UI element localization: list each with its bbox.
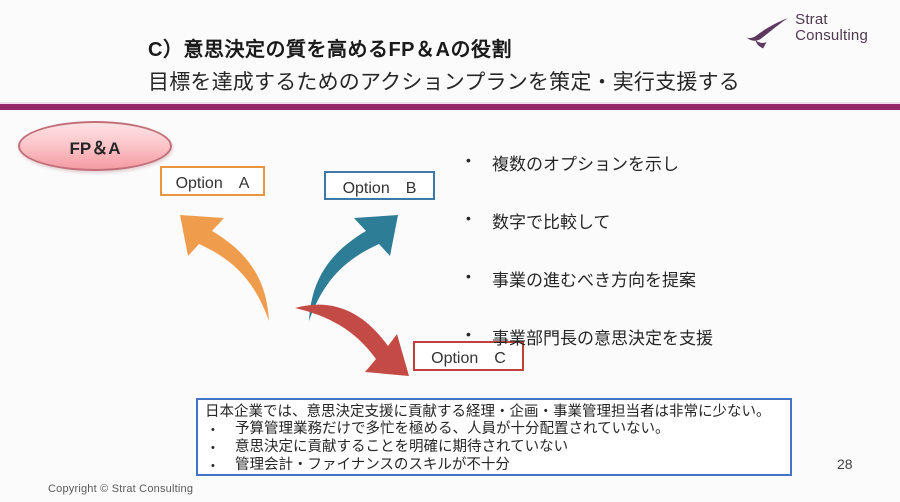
bullet-icon: • bbox=[466, 152, 471, 168]
list-item: • 事業部門長の意思決定を支援 bbox=[466, 324, 713, 349]
note-text: 意思決定に貢献することを明確に期待されていない bbox=[235, 439, 569, 455]
note-text: 予算管理業務だけで多忙を極める、人員が十分配置されていない。 bbox=[235, 421, 670, 437]
list-item: • 事業の進むべき方向を提案 bbox=[466, 266, 713, 291]
slide-subtitle: 目標を達成するためのアクションプランを策定・実行支援する bbox=[148, 71, 740, 94]
copyright-text: Copyright © Strat Consulting bbox=[48, 483, 194, 495]
fpa-label: FP＆A bbox=[69, 138, 121, 158]
bullet-text: 数字で比較して bbox=[492, 213, 611, 232]
option-b-label: Option B bbox=[342, 179, 417, 197]
bullet-icon: • bbox=[466, 210, 471, 226]
accent-divider-line bbox=[0, 102, 900, 110]
bullet-text: 複数のオプションを示し bbox=[492, 155, 679, 174]
key-points-list: • 複数のオプションを示し • 数字で比較して • 事業の進むべき方向を提案 •… bbox=[466, 150, 713, 382]
note-heading: 日本企業では、意思決定支援に貢献する経理・企画・事業管理担当者は非常に少ない。 bbox=[205, 404, 771, 420]
bullet-icon: • bbox=[211, 424, 215, 436]
swoosh-arrow-icon bbox=[747, 18, 788, 49]
list-item: • 複数のオプションを示し bbox=[466, 150, 713, 175]
option-c-label: Option C bbox=[431, 350, 506, 367]
note-box: 日本企業では、意思決定支援に貢献する経理・企画・事業管理担当者は非常に少ない。 … bbox=[196, 398, 792, 476]
bullet-icon: • bbox=[466, 268, 471, 284]
note-item: • 管理会計・ファイナンスのスキルが不十分 bbox=[205, 457, 783, 475]
option-b-box: Option B bbox=[324, 171, 435, 200]
curved-arrow-a-icon bbox=[180, 215, 269, 321]
bullet-icon: • bbox=[466, 326, 471, 342]
curved-arrow-c-icon bbox=[295, 304, 409, 376]
note-item: • 意思決定に貢献することを明確に期待されていない bbox=[205, 439, 783, 457]
bullet-text: 事業の進むべき方向を提案 bbox=[492, 271, 696, 290]
list-item: • 数字で比較して bbox=[466, 208, 713, 233]
curved-arrow-b-icon bbox=[309, 215, 398, 321]
logo-text: Strat Consulting bbox=[795, 12, 868, 44]
option-a-box: Option A bbox=[160, 166, 265, 196]
slide-title: C）意思決定の質を高めるFP＆Aの役割 bbox=[148, 39, 512, 61]
fpa-source-ellipse: FP＆A bbox=[18, 121, 172, 171]
note-item: • 予算管理業務だけで多忙を極める、人員が十分配置されていない。 bbox=[205, 421, 783, 439]
logo-line2: Consulting bbox=[795, 27, 868, 44]
company-logo: Strat Consulting bbox=[747, 12, 868, 51]
bullet-icon: • bbox=[211, 442, 215, 454]
note-text: 管理会計・ファイナンスのスキルが不十分 bbox=[235, 457, 510, 473]
title-block: C）意思決定の質を高めるFP＆Aの役割 目標を達成するためのアクションプランを策… bbox=[148, 33, 740, 96]
option-c-box: Option C bbox=[413, 341, 524, 371]
bullet-icon: • bbox=[211, 460, 215, 472]
bullet-text: 事業部門長の意思決定を支援 bbox=[492, 329, 713, 348]
option-a-label: Option A bbox=[175, 175, 250, 192]
page-number: 28 bbox=[837, 456, 853, 472]
logo-line1: Strat bbox=[795, 11, 828, 28]
